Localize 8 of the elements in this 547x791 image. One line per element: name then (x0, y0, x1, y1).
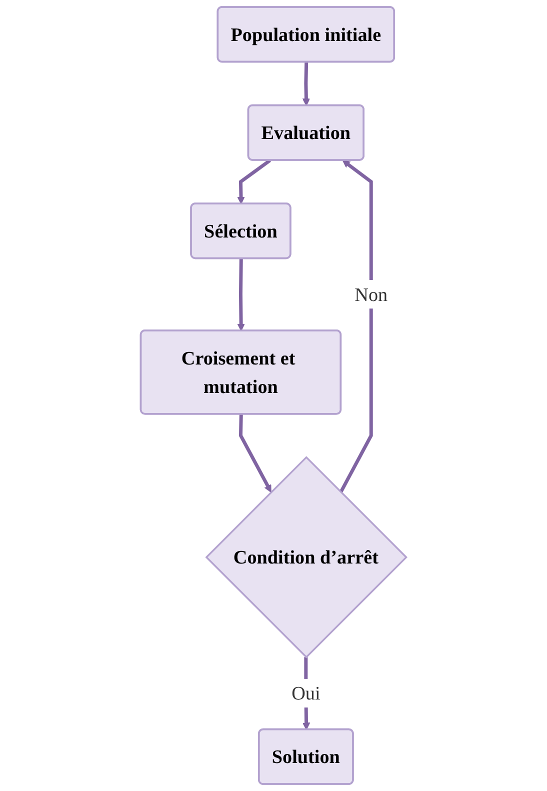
arrow (238, 414, 272, 493)
arrow (339, 160, 373, 493)
arrow (302, 62, 310, 106)
edge-label: Non (354, 283, 388, 306)
arrow (237, 159, 272, 204)
arrow (237, 258, 245, 332)
edge-label: Oui (292, 682, 320, 704)
node-diamond: Condition d’arrêt (205, 456, 408, 658)
